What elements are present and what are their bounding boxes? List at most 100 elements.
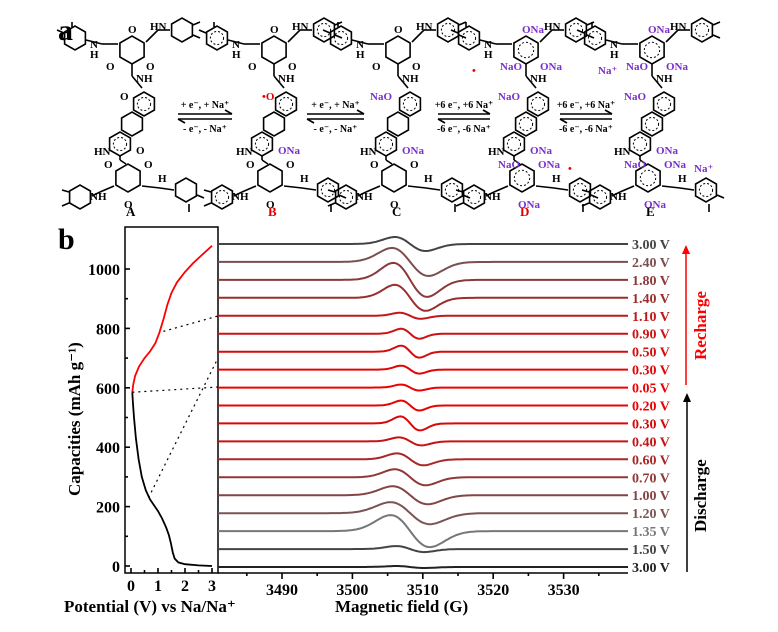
oxygen-label: O <box>372 61 381 73</box>
bond <box>586 34 595 39</box>
trace-label: 2.40 V <box>632 256 670 271</box>
amine-label: N <box>356 39 364 51</box>
bond <box>590 194 599 199</box>
x-axis-label-field: Magnetic field (G) <box>335 597 468 616</box>
amine-label: HN <box>544 21 561 33</box>
phenyl-ring <box>694 177 718 203</box>
bond <box>61 189 70 193</box>
core-ring <box>374 131 398 157</box>
amine-label: N <box>484 39 492 51</box>
phenyl-ring-aromatic <box>333 30 349 46</box>
oxygen-label: O <box>390 199 399 211</box>
phenyl-ring-aromatic <box>209 30 225 46</box>
amine-label: H <box>300 173 309 185</box>
x-tick-label: 0 <box>127 578 135 595</box>
amine-label: HN <box>292 21 309 33</box>
trace-label: 0.20 V <box>632 400 670 415</box>
bond <box>712 34 721 39</box>
x-tick-label: 3490 <box>266 582 298 599</box>
bond <box>141 185 161 189</box>
bond <box>576 29 585 34</box>
connector-dotted-line <box>132 386 219 393</box>
backward-condition: -6 e⁻, -6 Na⁺ <box>559 124 613 135</box>
bond <box>61 202 70 207</box>
core-ring-aromatic <box>644 116 660 132</box>
phenyl-ring <box>174 177 198 203</box>
connector-dotted-line <box>148 357 219 498</box>
oxygen-label: O <box>146 61 155 73</box>
bond <box>651 75 663 89</box>
amine-label: H <box>158 173 167 185</box>
phenyl-ring-aromatic <box>338 189 354 205</box>
arrow-head <box>482 109 491 115</box>
amine-label: HN <box>236 146 253 158</box>
bond <box>334 34 343 39</box>
bond <box>581 202 590 207</box>
core-ring <box>108 131 132 157</box>
oxygen-label: O <box>286 159 295 171</box>
bond <box>338 194 347 199</box>
equilibrium-arrow: +6 e⁻, +6 Na⁺-6 e⁻, -6 Na⁺ <box>435 100 494 135</box>
amine-label: NH <box>530 73 547 85</box>
y-tick-label: 200 <box>96 500 120 517</box>
bond <box>203 189 212 193</box>
phenyl-ring-aromatic <box>572 182 588 198</box>
recharge-arrow <box>682 245 690 385</box>
oxygen-label: O <box>246 159 255 171</box>
panel-a-label: a <box>58 14 73 47</box>
phenyl-ring <box>334 184 358 210</box>
oxygen-label: O <box>288 61 297 73</box>
oxygen-label: ONa <box>540 61 563 73</box>
phenyl-ring-aromatic <box>592 189 608 205</box>
bond <box>513 159 521 165</box>
core-ring <box>386 111 410 137</box>
equilibrium-arrow: + e⁻, + Na⁺- e⁻, - Na⁺ <box>177 100 233 135</box>
forward-condition: +6 e⁻, +6 Na⁺ <box>557 100 616 111</box>
oxygen-label: O <box>370 159 379 171</box>
bottom-ring <box>635 163 661 193</box>
epr-trace <box>218 545 628 554</box>
core-ring-aromatic <box>506 136 522 152</box>
trace-label: 3.00 V <box>632 238 670 253</box>
oxygen-label: NaO <box>498 91 520 103</box>
core-ring-aromatic <box>136 96 152 112</box>
oxygen-label: ONa <box>644 199 667 211</box>
amine-label: HN <box>94 146 111 158</box>
oxygen-label: O <box>410 159 419 171</box>
bond <box>539 29 553 43</box>
oxygen-label: O <box>412 61 421 73</box>
amine-label: N <box>232 39 240 51</box>
amine-label: HN <box>360 146 377 158</box>
core-ring <box>514 111 538 137</box>
bond <box>261 159 269 165</box>
structure-label: B <box>268 204 277 219</box>
bond <box>131 75 143 89</box>
x-tick-label: 3 <box>208 578 216 595</box>
epr-trace <box>218 246 628 277</box>
recharge-arrow-head <box>682 245 690 254</box>
epr-trace <box>218 327 628 340</box>
phenyl-ring-aromatic <box>214 189 230 205</box>
oxygen-label: NaO <box>370 91 392 103</box>
x-tick-label: 1 <box>154 578 162 595</box>
phenyl-ring <box>63 25 87 51</box>
bond <box>327 202 336 207</box>
bond <box>85 39 103 45</box>
bond <box>203 202 212 207</box>
top-ring <box>385 35 411 65</box>
core-ring <box>652 91 676 117</box>
epr-trace <box>218 383 628 392</box>
bottom-ring-aromatic <box>639 169 657 187</box>
bond <box>273 75 285 89</box>
epr-trace <box>218 399 628 412</box>
oxygen-label: ONa <box>522 24 545 36</box>
plot-frame <box>124 226 219 574</box>
epr-trace <box>218 565 628 569</box>
bond <box>365 185 381 193</box>
bottom-ring <box>257 163 283 193</box>
oxygen-label: O <box>120 91 129 103</box>
oxygen-label: •O <box>262 91 275 103</box>
